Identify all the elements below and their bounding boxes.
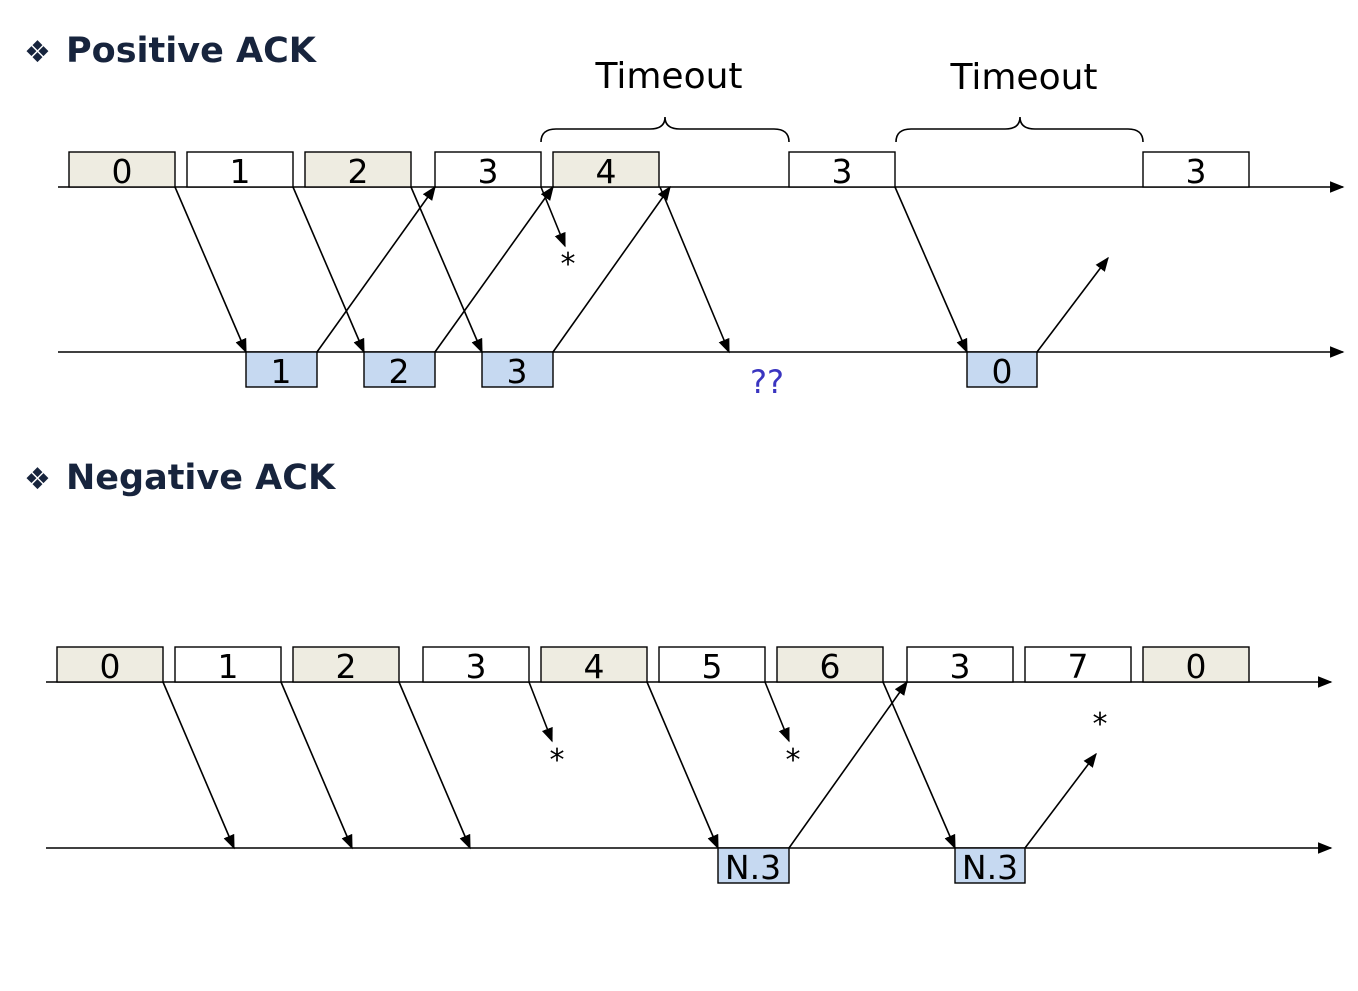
data-arrow (894, 186, 968, 354)
lost-marker: * (561, 247, 576, 282)
svg-text:2: 2 (389, 352, 410, 391)
svg-text:0: 0 (992, 352, 1013, 391)
data-arrow (162, 681, 235, 850)
sender-frame: 7 (1024, 646, 1132, 686)
nak-frame: N.3 (954, 847, 1026, 887)
svg-text:4: 4 (596, 152, 617, 191)
lost-marker: * (1093, 707, 1108, 742)
svg-text:N.3: N.3 (962, 848, 1018, 887)
ack-arrow (434, 185, 554, 353)
svg-text:3: 3 (832, 152, 853, 191)
lost-ack-arrow (1036, 256, 1109, 353)
sender-frame: 3 (788, 151, 896, 191)
svg-text:3: 3 (466, 647, 487, 686)
ack-frame: 3 (481, 351, 554, 391)
ack-frame: 0 (966, 351, 1038, 391)
svg-text:4: 4 (584, 647, 605, 686)
data-arrow (882, 681, 956, 850)
ack-frame: 2 (363, 351, 436, 391)
timeout-brace (540, 116, 790, 143)
lost-frame-arrow (764, 681, 790, 743)
sender-frame: 4 (552, 151, 660, 191)
diamond-bullet-icon: ❖ (24, 462, 51, 497)
sender-frame: 0 (1142, 646, 1250, 686)
sender-frame: 6 (776, 646, 884, 686)
timeout-label: Timeout (594, 56, 742, 97)
ack-frame: 1 (245, 351, 318, 391)
svg-text:0: 0 (100, 647, 121, 686)
svg-text:2: 2 (348, 152, 369, 191)
svg-text:0: 0 (112, 152, 133, 191)
data-arrow (280, 681, 353, 850)
negative-ack-section: ❖ Negative ACK 0 1 2 3 4 5 (24, 458, 1333, 887)
sender-frame: 3 (1142, 151, 1250, 191)
sender-frame: 2 (292, 646, 400, 686)
sender-frame: 0 (68, 151, 176, 191)
negative-ack-title: Negative ACK (66, 458, 337, 498)
svg-text:3: 3 (950, 647, 971, 686)
timeout-brace (895, 116, 1144, 143)
svg-text:1: 1 (230, 152, 251, 191)
timeout-label: Timeout (949, 57, 1097, 98)
data-arrow (398, 681, 471, 850)
svg-text:N.3: N.3 (725, 848, 781, 887)
sender-frame: 3 (434, 151, 542, 191)
lost-frame-arrow (528, 681, 553, 743)
sender-frame: 1 (174, 646, 282, 686)
nak-frame: N.3 (717, 847, 790, 887)
positive-ack-section: ❖ Positive ACK Timeout Timeout 0 1 2 3 4 (24, 31, 1345, 401)
sender-frame: 1 (186, 151, 294, 191)
data-arrow (410, 186, 483, 354)
svg-text:1: 1 (218, 647, 239, 686)
lost-marker: * (786, 743, 801, 778)
unknown-marker: ?? (750, 363, 784, 401)
data-arrow (174, 186, 247, 354)
ack-arrow (316, 185, 436, 353)
sender-frame: 0 (56, 646, 164, 686)
svg-text:6: 6 (820, 647, 841, 686)
svg-text:0: 0 (1186, 647, 1207, 686)
sender-frame: 5 (658, 646, 766, 686)
sender-frame: 4 (540, 646, 648, 686)
svg-text:7: 7 (1068, 647, 1089, 686)
sender-frame: 2 (304, 151, 412, 191)
diamond-bullet-icon: ❖ (24, 35, 51, 70)
data-arrow (646, 681, 719, 850)
svg-text:2: 2 (336, 647, 357, 686)
svg-text:5: 5 (702, 647, 723, 686)
svg-text:1: 1 (271, 352, 292, 391)
ack-arrow (552, 185, 671, 353)
lost-nak-arrow (1024, 752, 1097, 849)
lost-frame-arrow (540, 186, 566, 248)
sender-frame: 3 (906, 646, 1014, 686)
sender-frame: 3 (422, 646, 530, 686)
data-arrow (292, 186, 365, 354)
svg-text:3: 3 (478, 152, 499, 191)
svg-text:3: 3 (1186, 152, 1207, 191)
lost-marker: * (550, 743, 565, 778)
data-arrow (659, 186, 730, 354)
svg-text:3: 3 (507, 352, 528, 391)
nak-arrow (788, 680, 908, 849)
positive-ack-title: Positive ACK (66, 31, 318, 71)
